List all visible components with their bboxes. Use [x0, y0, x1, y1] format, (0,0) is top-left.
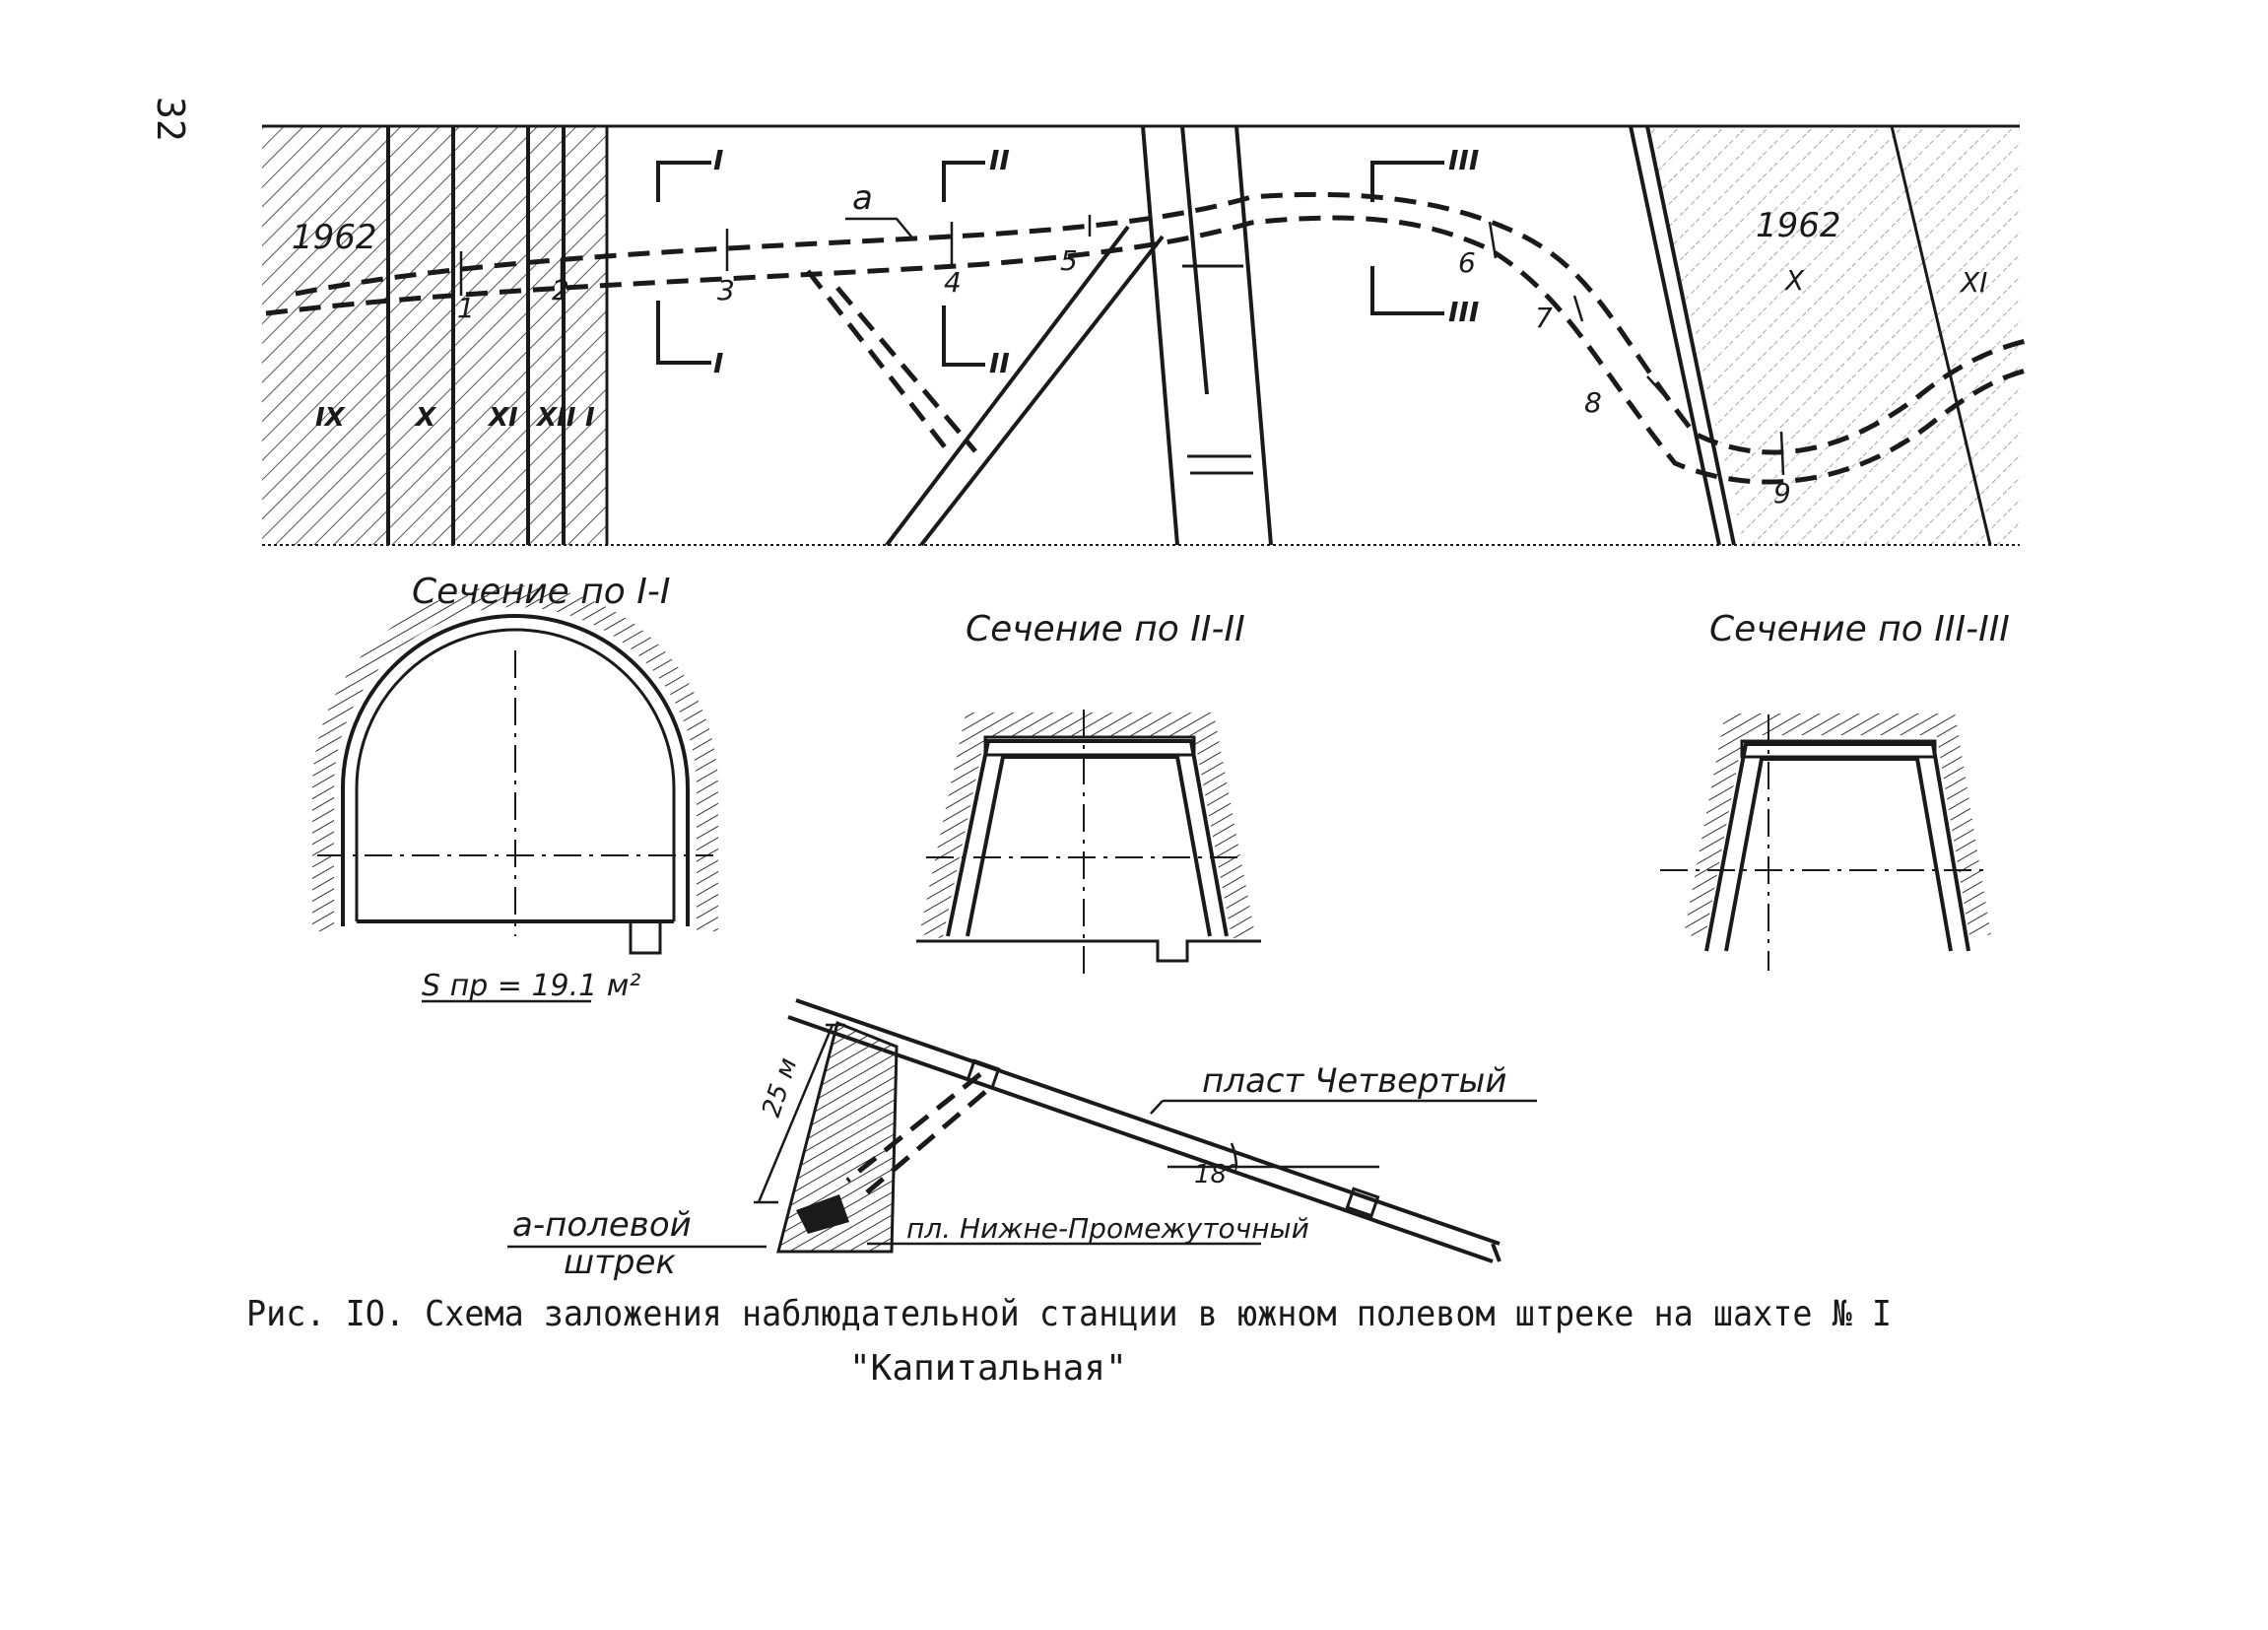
- drift-label-line1: а-полевой: [512, 1205, 692, 1245]
- seam-label-xi-right: XI: [1959, 266, 1987, 299]
- seam-label-x-right: X: [1783, 264, 1805, 297]
- plan-view: IX X XI XII I 1962 I I II II: [262, 124, 2031, 547]
- section-mark-i-top: I: [713, 144, 723, 176]
- section-iii-title: Сечение по III-III: [1709, 609, 2010, 649]
- section-mark-i-bottom: I: [713, 347, 723, 379]
- station-8: 8: [1584, 386, 1602, 419]
- figure-caption-line1: Рис. IO. Схема заложения наблюдательной …: [246, 1294, 1892, 1334]
- seam-label-xii: XII: [535, 403, 576, 433]
- plan-left-hatched-zone: [262, 126, 607, 545]
- section-mark-ii-bottom: II: [989, 347, 1010, 379]
- section-mark-ii: II II: [942, 144, 1010, 379]
- seam-label-x-left: X: [414, 403, 437, 433]
- year-label-right: 1962: [1756, 206, 1841, 245]
- section-ii-ii: Сечение по II-II: [916, 609, 1261, 976]
- station-5: 5: [1060, 244, 1078, 277]
- station-6: 6: [1458, 246, 1476, 279]
- station-4: 4: [944, 266, 962, 299]
- page-number: 32: [149, 97, 192, 142]
- field-drift-upper: [295, 191, 2031, 455]
- station-9: 9: [1773, 477, 1791, 509]
- section-iii-iii: Сечение по III-III: [1660, 609, 2010, 971]
- seam-label-xi-left: XI: [487, 403, 518, 433]
- seam-upper-label: пласт Четвертый: [1202, 1061, 1506, 1101]
- drift-label-line2: штрек: [564, 1243, 676, 1282]
- station-7: 7: [1535, 302, 1553, 334]
- section-mark-ii-top: II: [989, 144, 1010, 176]
- year-label-left: 1962: [292, 218, 377, 257]
- angle-label: 18°: [1194, 1160, 1239, 1189]
- section-mark-i: I I: [656, 144, 723, 379]
- section-mark-iii-top: III: [1448, 144, 1479, 176]
- station-1: 1: [457, 292, 475, 324]
- section-mark-iii-bottom: III: [1448, 296, 1479, 328]
- seam-lower-label: пл. Нижне-Промежуточный: [906, 1212, 1309, 1245]
- profile-view: 25 м 18° пласт Четвертый пл. Нижне-Проме…: [507, 998, 1537, 1282]
- station-3: 3: [717, 274, 735, 306]
- seam-label-ix: IX: [315, 403, 347, 433]
- plan-right-hatched-zone: [1645, 126, 2020, 545]
- figure-caption-line2: "Капитальная": [849, 1348, 1127, 1389]
- section-mark-iii: III III: [1370, 144, 1479, 328]
- section-ii-title: Сечение по II-II: [966, 609, 1245, 649]
- arch-rock-hatch: [312, 585, 718, 931]
- section-i-i: Сечение по I-I S пр = 19.1 м²: [312, 572, 718, 1003]
- seam-label-i: I: [585, 403, 595, 433]
- station-2: 2: [552, 274, 569, 306]
- drift-label-a: a: [852, 178, 873, 218]
- section-area-label: S пр = 19.1 м²: [422, 969, 640, 1003]
- field-drift-lower: [265, 215, 2031, 485]
